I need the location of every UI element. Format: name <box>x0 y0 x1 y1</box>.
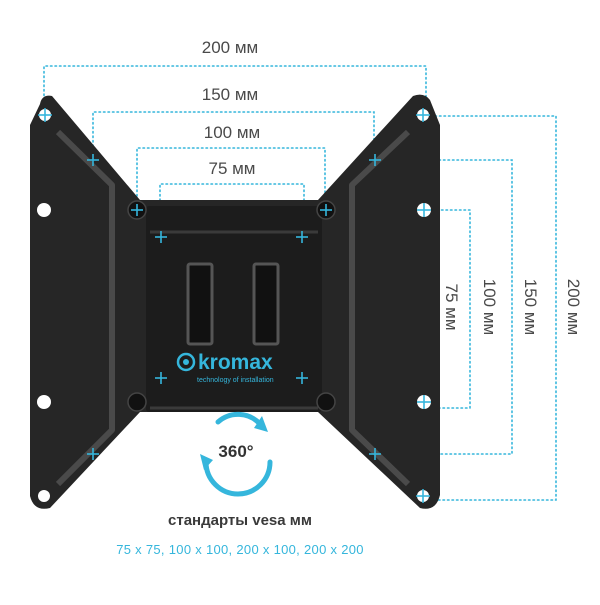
crosshair-marks <box>38 108 431 503</box>
crosshair-icon <box>416 489 430 503</box>
dim-line-200-v <box>425 115 557 501</box>
brand-logo: kromax technology of installation <box>176 351 274 384</box>
dim-label-75-h: 75 мм <box>208 159 255 178</box>
crosshair-icon <box>296 231 308 243</box>
right-arm-ridge <box>349 129 411 487</box>
dim-label-200-h: 200 мм <box>202 38 258 57</box>
arrow-head-icon <box>200 454 213 470</box>
dim-line-100-v <box>427 209 471 409</box>
rotate-arrow-top <box>215 411 263 427</box>
crosshair-icon <box>155 231 167 243</box>
crosshair-icon <box>38 108 52 122</box>
rotate-arrow-bottom <box>203 459 273 497</box>
rotation-badge: 360° <box>200 411 273 497</box>
brand-name: kromax <box>198 351 273 374</box>
kromax-logo-icon <box>176 352 196 372</box>
screws <box>127 200 336 412</box>
dim-line-200-h <box>43 65 427 101</box>
kromax-logo-dot <box>183 359 189 365</box>
crosshair-icon <box>155 372 167 384</box>
dim-line-150-h <box>92 111 375 161</box>
crosshair-icon <box>296 372 308 384</box>
dim-label-200-v: 200 мм <box>564 279 583 335</box>
dim-line-150-v <box>375 159 513 455</box>
mounting-holes <box>37 109 431 502</box>
crosshair-icon <box>417 203 431 217</box>
dim-line-75-h <box>159 183 305 206</box>
crosshair-icon <box>369 154 381 166</box>
hole-left-lower <box>37 395 51 409</box>
crosshair-icon <box>416 108 430 122</box>
slot-left <box>186 262 214 346</box>
screw-icon <box>316 392 336 412</box>
dim-label-150-h: 150 мм <box>202 85 258 104</box>
arrow-head-icon <box>254 416 268 432</box>
horizontal-dimensions: 200 мм 150 мм 100 мм 75 мм <box>43 38 427 206</box>
brand-tagline: technology of installation <box>197 377 274 384</box>
crosshair-icon <box>369 448 381 460</box>
vesa-standards-list: 75 x 75, 100 x 100, 200 x 100, 200 x 200 <box>116 542 364 557</box>
crosshair-icon <box>87 448 99 460</box>
rotation-label: 360° <box>218 442 253 461</box>
crosshair-icon <box>131 204 143 216</box>
crosshair-icon <box>87 154 99 166</box>
dim-label-100-v: 100 мм <box>480 279 499 335</box>
dim-label-150-v: 150 мм <box>521 279 540 335</box>
dim-line-100-h <box>136 147 326 206</box>
hole-left-bottom <box>38 490 50 502</box>
vesa-standards-title: стандарты vesa мм <box>168 512 312 529</box>
dim-label-100-h: 100 мм <box>204 123 260 142</box>
hole-left-upper <box>37 203 51 217</box>
crosshair-icon <box>417 395 431 409</box>
left-arm-ridge <box>55 129 115 487</box>
dim-label-75-v: 75 мм <box>442 283 461 330</box>
vertical-dimensions: 75 мм 100 мм 150 мм 200 мм <box>329 115 583 501</box>
screw-icon <box>127 392 147 412</box>
crosshair-icon <box>320 204 332 216</box>
slot-right <box>252 262 280 346</box>
center-plate <box>146 206 322 412</box>
